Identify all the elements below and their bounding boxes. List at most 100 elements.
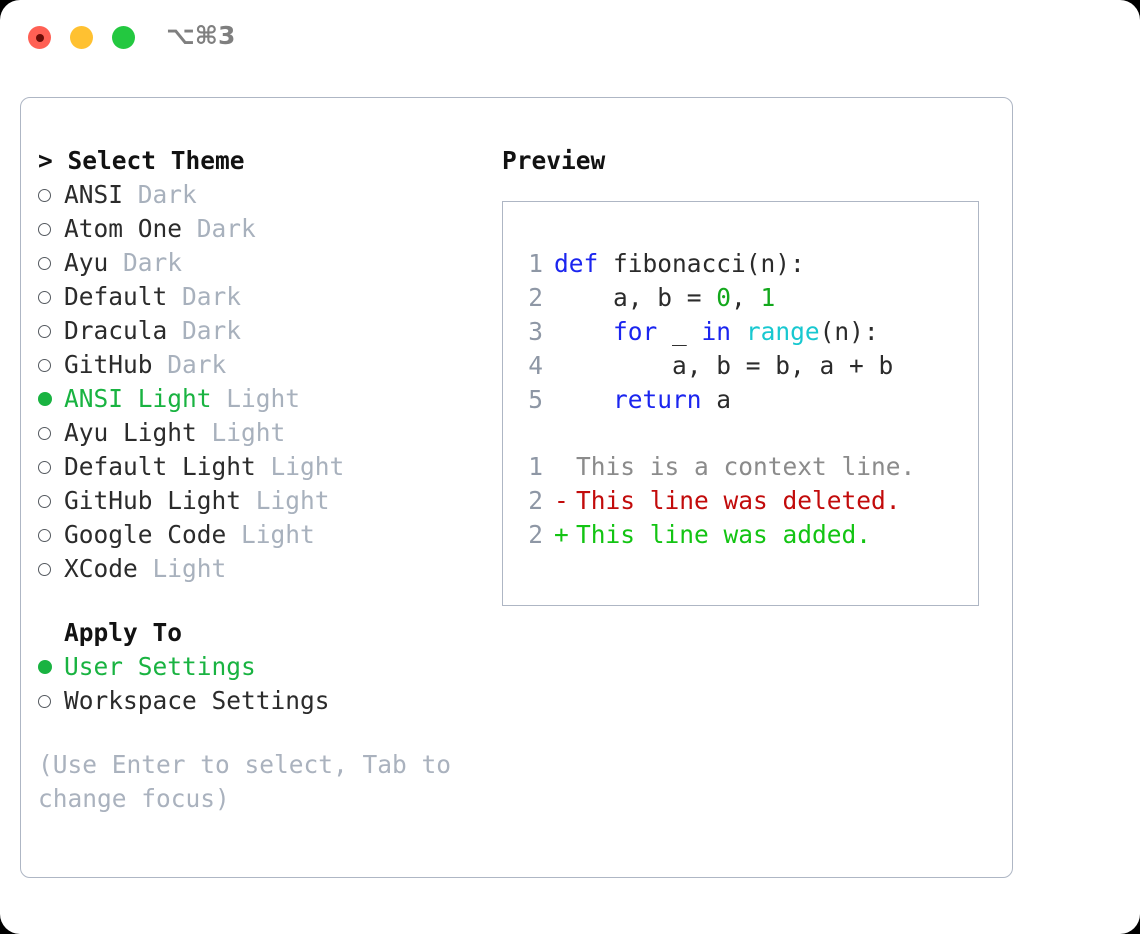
diff-line: 1 This is a context line. (517, 450, 970, 484)
window-controls (28, 26, 135, 49)
theme-name: Default Light (64, 452, 256, 481)
code-token: _ (657, 317, 702, 346)
theme-variant-tag: Dark (123, 248, 183, 277)
code-token: (n): (819, 317, 879, 346)
code-token: fibonacci (613, 249, 746, 278)
theme-name: GitHub Light (64, 486, 242, 515)
theme-variant-tag: Light (270, 452, 345, 481)
theme-list-item[interactable]: Default Light Light (38, 450, 488, 484)
theme-list-item[interactable]: Default Dark (38, 280, 488, 314)
line-number: 1 (528, 452, 543, 481)
diff-text: This line was added. (576, 520, 872, 549)
theme-name: Default (64, 282, 168, 311)
apply-to-item[interactable]: User Settings (38, 650, 488, 684)
theme-name: ANSI (64, 180, 124, 209)
radio-unselected-icon (38, 257, 51, 270)
code-token: , (731, 283, 761, 312)
radio-selected-icon (38, 660, 52, 674)
radio-marker (38, 518, 64, 552)
code-line: 2 a, b = 0, 1 (517, 281, 970, 315)
apply-to-header: Apply To (64, 618, 183, 647)
radio-marker (38, 416, 64, 450)
theme-name: GitHub (64, 350, 153, 379)
diff-text: This line was deleted. (576, 486, 901, 515)
radio-marker (38, 552, 64, 586)
radio-unselected-icon (38, 461, 51, 474)
code-token: for (613, 317, 658, 346)
radio-marker (38, 684, 64, 718)
theme-variant-tag: Light (211, 418, 286, 447)
code-token: def (554, 249, 599, 278)
apply-to-item[interactable]: Workspace Settings (38, 684, 488, 718)
code-line: 5 return a (517, 383, 970, 417)
theme-variant-tag: Dark (137, 180, 197, 209)
code-token (731, 317, 746, 346)
theme-name: Google Code (64, 520, 227, 549)
theme-list-item[interactable]: Ayu Light Light (38, 416, 488, 450)
theme-list-item[interactable]: Ayu Dark (38, 246, 488, 280)
code-token: a, b = b, a + b (554, 351, 894, 380)
theme-list-item[interactable]: XCode Light (38, 552, 488, 586)
preview-title: Preview (502, 146, 606, 175)
radio-marker (38, 280, 64, 314)
theme-name: XCode (64, 554, 138, 583)
diff-sign: - (554, 486, 569, 515)
radio-marker (38, 450, 64, 484)
radio-marker (38, 348, 64, 382)
radio-unselected-icon (38, 427, 51, 440)
diff-line: 2 +This line was added. (517, 518, 970, 552)
radio-marker (38, 314, 64, 348)
theme-list-item[interactable]: Google Code Light (38, 518, 488, 552)
code-token: in (701, 317, 732, 346)
theme-list-item[interactable]: GitHub Light Light (38, 484, 488, 518)
theme-list-item[interactable]: ANSI Dark (38, 178, 488, 212)
theme-variant-tag: Light (241, 520, 315, 549)
line-number: 3 (528, 317, 543, 346)
line-number: 5 (528, 385, 543, 414)
theme-name: Ayu (64, 248, 109, 277)
theme-list-item[interactable]: Dracula Dark (38, 314, 488, 348)
theme-variant-tag: Dark (167, 350, 227, 379)
code-line: 3 for _ in range(n): (517, 315, 970, 349)
theme-list-item[interactable]: GitHub Dark (38, 348, 488, 382)
radio-unselected-icon (38, 695, 51, 708)
theme-picker-header: > Select Theme (38, 146, 245, 175)
code-line: 4 a, b = b, a + b (517, 349, 970, 383)
theme-list-item[interactable]: Atom One Dark (38, 212, 488, 246)
minimize-button[interactable] (70, 26, 93, 49)
line-number: 2 (528, 520, 543, 549)
close-button[interactable] (28, 26, 51, 49)
radio-unselected-icon (38, 359, 51, 372)
radio-unselected-icon (38, 325, 51, 338)
line-number: 2 (528, 486, 543, 515)
line-number: 1 (528, 249, 543, 278)
code-token: 1 (760, 283, 776, 312)
radio-unselected-icon (38, 189, 51, 202)
maximize-button[interactable] (112, 26, 135, 49)
line-number: 2 (528, 283, 543, 312)
theme-name: ANSI Light (64, 384, 212, 413)
theme-list-item[interactable]: ANSI Light Light (38, 382, 488, 416)
keyboard-hint-text: (Use Enter to select, Tab to change focu… (38, 750, 466, 813)
code-token: a (701, 385, 732, 414)
diff-sign: + (554, 520, 569, 549)
diff-sign (554, 450, 576, 484)
title-bar: ⌥⌘3 (0, 0, 1140, 78)
theme-name: Atom One (64, 214, 183, 243)
code-token (554, 385, 613, 414)
radio-marker (38, 178, 64, 212)
theme-name: Ayu Light (64, 418, 197, 447)
theme-variant-tag: Light (226, 384, 301, 413)
theme-name: Dracula (64, 316, 168, 345)
radio-marker (38, 212, 64, 246)
theme-variant-tag: Dark (196, 214, 256, 243)
theme-variant-tag: Light (152, 554, 227, 583)
code-token (554, 317, 613, 346)
